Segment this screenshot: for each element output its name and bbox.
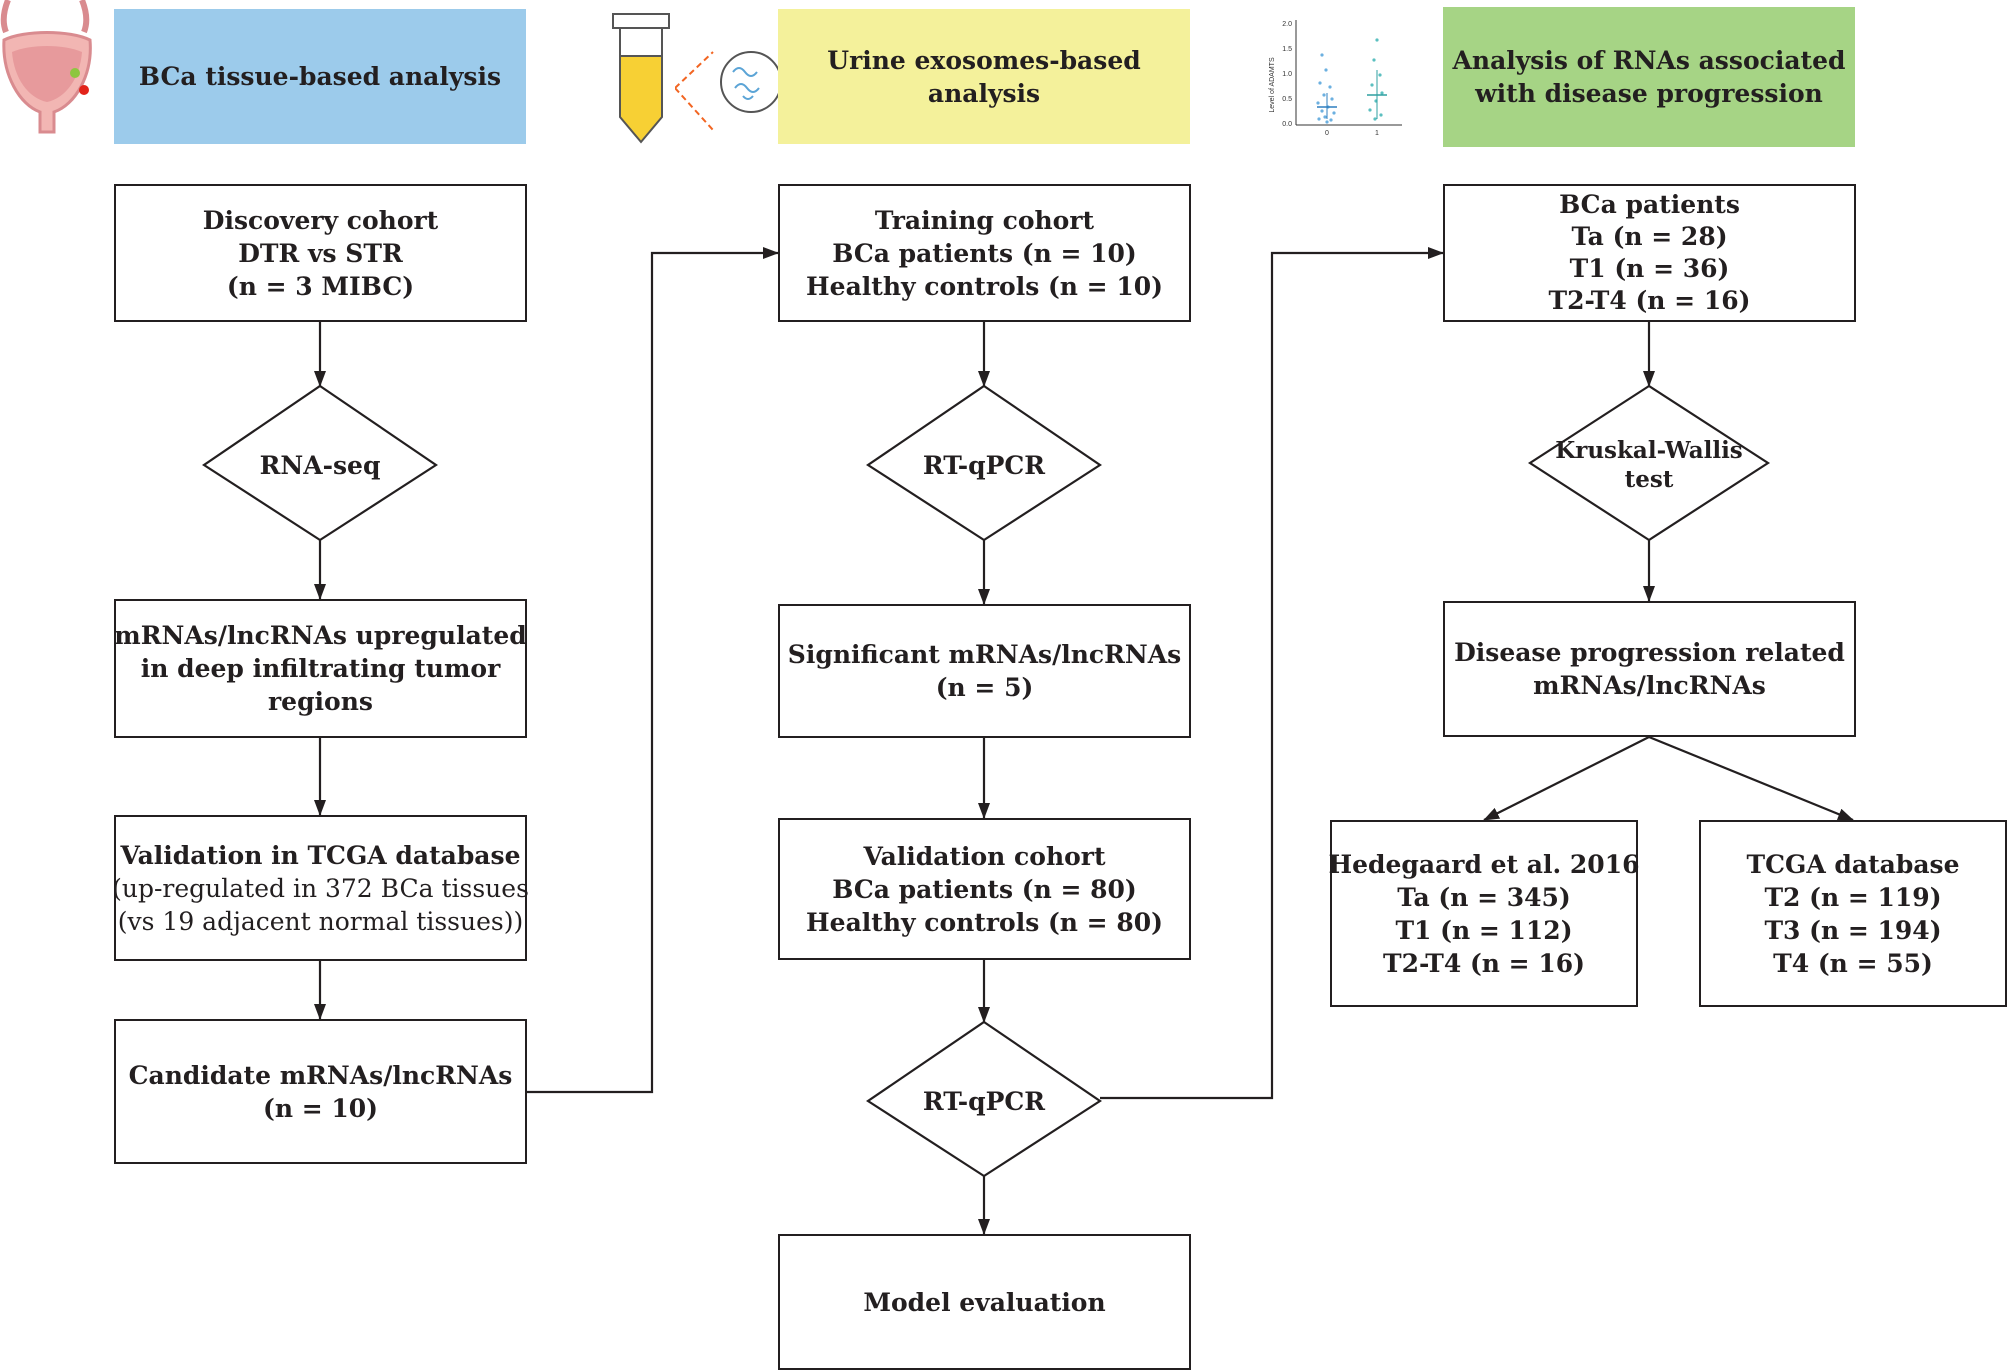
box-line: Training cohort <box>874 205 1095 235</box>
box-line: TCGA database <box>1746 849 1960 879</box>
box-line: Model evaluation <box>863 1287 1106 1317</box>
urine-analysis-header: Urine exosomes-based analysis <box>778 9 1190 144</box>
mini-chart-xtick: 0 <box>1325 130 1329 137</box>
mini-scatter-plot-icon: Level of ADAMTS 2.0 1.5 1.0 0.5 0.0 0 1 <box>1269 20 1402 137</box>
box-line: T2 (n = 119) <box>1764 882 1942 912</box>
upregulated-box: mRNAs/lncRNAs upregulated in deep infilt… <box>114 599 527 738</box>
box-line: T1 (n = 36) <box>1569 254 1730 283</box>
disease-progression-box: Disease progression related mRNAs/lncRNA… <box>1443 601 1856 737</box>
bca-patients-box: BCa patients Ta (n = 28) T1 (n = 36) T2-… <box>1443 184 1856 322</box>
hedegaard-box: Hedegaard et al. 2016 Ta (n = 345) T1 (n… <box>1328 820 1640 1007</box>
box-line: in deep infiltrating tumor <box>140 654 501 683</box>
model-evaluation-box: Model evaluation <box>778 1234 1191 1370</box>
mini-chart-ytick: 0.5 <box>1282 96 1292 103</box>
connector-col2-to-col3 <box>1100 247 1444 1100</box>
box-line: Healthy controls (n = 10) <box>806 271 1163 301</box>
mini-chart-ylabel: Level of ADAMTS <box>1269 57 1276 113</box>
box-line: T3 (n = 194) <box>1764 915 1942 945</box>
mini-chart-ytick: 1.5 <box>1282 46 1292 53</box>
box-line: mRNAs/lncRNAs upregulated <box>114 621 527 650</box>
box-line: Disease progression related <box>1454 638 1845 667</box>
kruskal-line: test <box>1624 466 1674 493</box>
box-line: Discovery cohort <box>202 205 439 235</box>
urine-analysis-header-text: Urine exosomes-based analysis <box>827 45 1141 108</box>
mini-chart-ytick: 0.0 <box>1282 121 1292 128</box>
box-line: (vs 19 adjacent normal tissues)) <box>117 906 524 936</box>
arrow <box>1483 736 1650 821</box>
mini-chart-ytick: 1.0 <box>1282 71 1292 78</box>
rtqpcr-label-1: RT-qPCR <box>922 451 1046 480</box>
box-line: Candidate mRNAs/lncRNAs <box>128 1060 513 1090</box>
tissue-analysis-header: BCa tissue-based analysis <box>114 9 526 144</box>
box-line: Validation cohort <box>863 841 1106 871</box>
progression-header-line: with disease progression <box>1475 79 1823 108</box>
training-cohort-box: Training cohort BCa patients (n = 10) He… <box>778 184 1191 322</box>
kruskal-label: Kruskal-Wallis test <box>1549 436 1749 494</box>
significant-box: Significant mRNAs/lncRNAs (n = 5) <box>778 604 1191 738</box>
rnaseq-label: RNA-seq <box>259 451 381 480</box>
bladder-icon <box>0 0 92 134</box>
box-line: BCa patients (n = 80) <box>832 874 1137 904</box>
box-line: (n = 3 MIBC) <box>226 271 415 301</box>
box-line: Hedegaard et al. 2016 <box>1328 849 1640 879</box>
box-line: Significant mRNAs/lncRNAs <box>787 640 1182 669</box>
box-line: DTR vs STR <box>238 238 403 268</box>
box-line: T2-T4 (n = 16) <box>1383 948 1585 978</box>
test-tube-icon <box>612 13 670 144</box>
box-line: BCa patients <box>1559 190 1740 219</box>
arrow <box>1648 735 1854 822</box>
box-line: mRNAs/lncRNAs <box>1533 671 1766 700</box>
box-title: Validation in TCGA database <box>120 840 521 870</box>
discovery-cohort-box: Discovery cohort DTR vs STR (n = 3 MIBC) <box>114 184 527 322</box>
mini-chart-ytick: 2.0 <box>1282 21 1292 28</box>
box-line: regions <box>268 687 373 716</box>
validation-cohort-box: Validation cohort BCa patients (n = 80) … <box>778 818 1191 960</box>
box-line: (up-regulated in 372 BCa tissues <box>112 873 529 903</box>
box-line: BCa patients (n = 10) <box>832 238 1137 268</box>
box-line: Healthy controls (n = 80) <box>806 907 1163 937</box>
box-line: T2-T4 (n = 16) <box>1548 286 1751 315</box>
rtqpcr-label-2: RT-qPCR <box>922 1087 1046 1116</box>
box-line: T1 (n = 112) <box>1395 915 1573 945</box>
connector-col1-to-col2 <box>527 247 779 1094</box>
validation-tcga-box: Validation in TCGA database (up-regulate… <box>112 815 529 961</box>
candidate-box: Candidate mRNAs/lncRNAs (n = 10) <box>114 1019 527 1164</box>
tcga-database-box: TCGA database T2 (n = 119) T3 (n = 194) … <box>1699 820 2007 1007</box>
box-line: T4 (n = 55) <box>1773 948 1933 978</box>
kruskal-line: Kruskal-Wallis <box>1555 437 1743 464</box>
progression-analysis-header: Analysis of RNAs associated with disease… <box>1443 7 1855 147</box>
tissue-analysis-header-text: BCa tissue-based analysis <box>138 62 502 91</box>
box-line: (n = 10) <box>263 1093 378 1123</box>
box-line: (n = 5) <box>935 673 1034 702</box>
mini-chart-xtick: 1 <box>1375 130 1379 137</box>
box-line: Ta (n = 345) <box>1397 882 1571 912</box>
box-line: Ta (n = 28) <box>1571 222 1728 251</box>
progression-header-line: Analysis of RNAs associated <box>1452 46 1846 75</box>
